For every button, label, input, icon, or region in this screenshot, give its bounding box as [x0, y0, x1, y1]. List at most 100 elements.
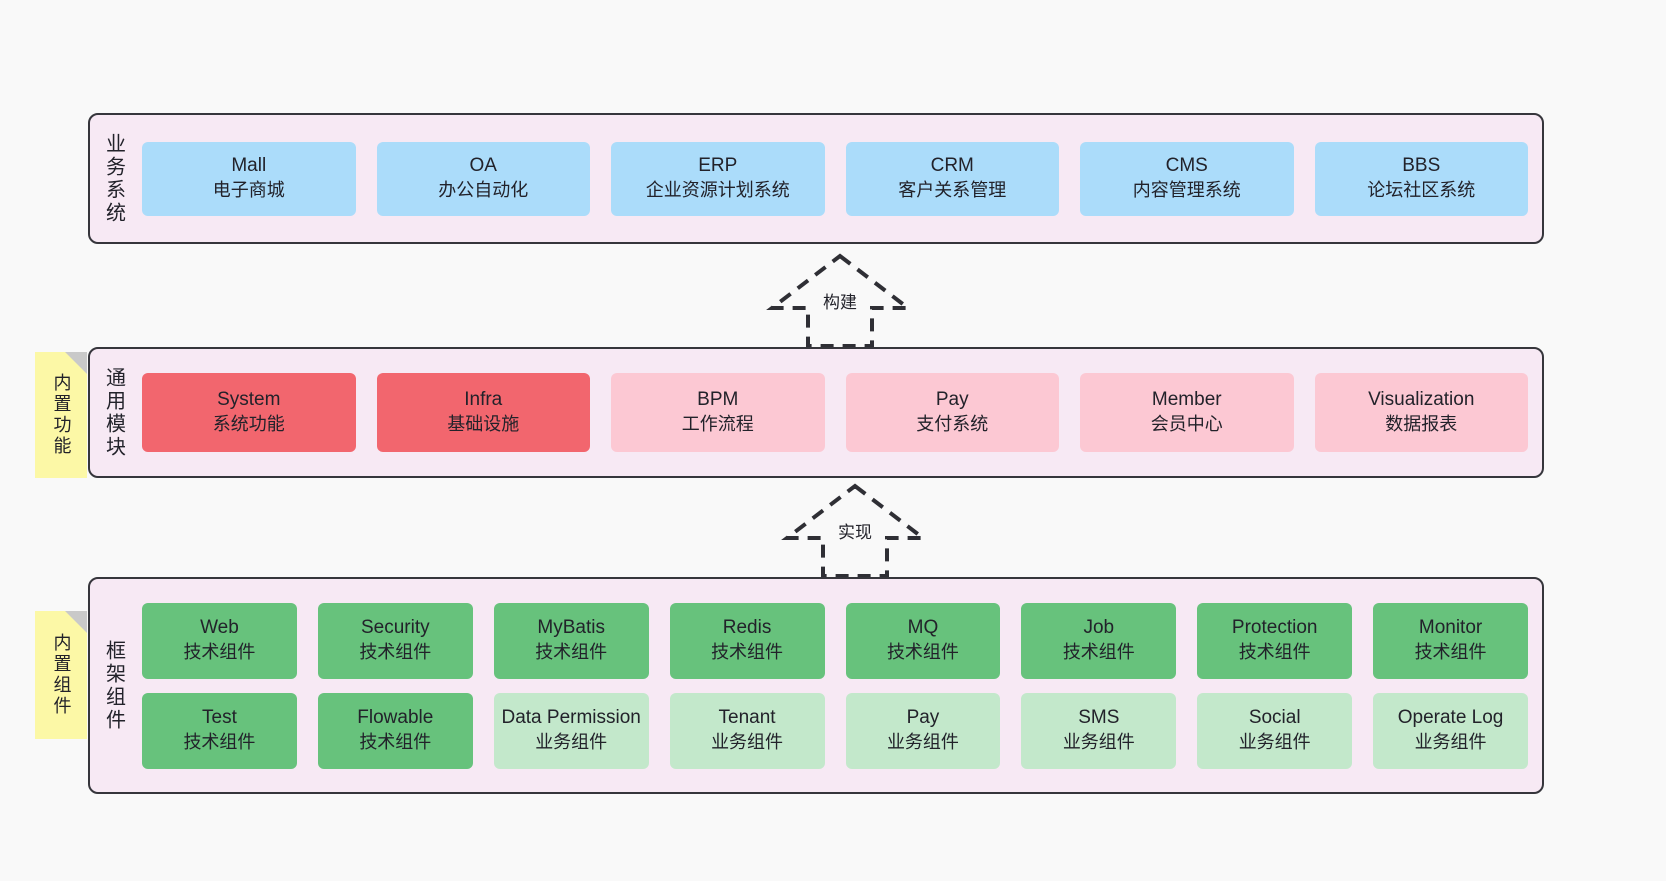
node-row: System 系统功能 Infra 基础设施 BPM 工作流程 Pay 支付系统…	[142, 373, 1528, 452]
node-subtitle: 技术组件	[183, 732, 256, 753]
node-title: BPM	[697, 389, 739, 411]
layer-common-module: 通用模块 System 系统功能 Infra 基础设施 BPM 工作流程 Pay…	[88, 347, 1544, 478]
node-oa[interactable]: OA 办公自动化	[376, 141, 590, 216]
node-web[interactable]: Web 技术组件	[142, 602, 297, 679]
node-title: MyBatis	[537, 617, 605, 639]
node-mybatis[interactable]: MyBatis 技术组件	[493, 602, 649, 679]
node-crm[interactable]: CRM 客户关系管理	[845, 141, 1059, 216]
node-mq[interactable]: MQ 技术组件	[845, 602, 1001, 679]
node-subtitle: 业务组件	[1414, 732, 1487, 753]
connector-implement-arrow: 实现	[775, 482, 935, 580]
node-title: Tenant	[718, 707, 776, 729]
node-title: Data Permission	[501, 707, 641, 729]
node-system[interactable]: System 系统功能	[142, 373, 356, 452]
node-subtitle: 数据报表	[1385, 414, 1458, 435]
node-member[interactable]: Member 会员中心	[1080, 373, 1294, 452]
node-subtitle: 技术组件	[1062, 642, 1135, 663]
node-title: Visualization	[1368, 389, 1475, 411]
node-subtitle: 技术组件	[1414, 642, 1487, 663]
sticky-note-builtin-component: 内置组件	[35, 611, 87, 739]
node-infra[interactable]: Infra 基础设施	[376, 373, 590, 452]
node-title: Web	[200, 617, 239, 639]
node-title: BBS	[1402, 155, 1441, 177]
node-redis[interactable]: Redis 技术组件	[669, 602, 825, 679]
node-visualization[interactable]: Visualization 数据报表	[1314, 373, 1528, 452]
node-title: Pay	[906, 707, 940, 729]
node-title: Test	[202, 707, 237, 729]
node-title: Mall	[231, 155, 267, 177]
node-row: Mall 电子商城 OA 办公自动化 ERP 企业资源计划系统 CRM 客户关系…	[142, 141, 1528, 216]
node-title: SMS	[1078, 707, 1120, 729]
layer-title-framework-component: 框架组件	[102, 639, 125, 732]
layer-business-system: 业务系统 Mall 电子商城 OA 办公自动化 ERP 企业资源计划系统 CRM…	[88, 113, 1544, 244]
node-bbs[interactable]: BBS 论坛社区系统	[1314, 141, 1528, 216]
node-title: Protection	[1231, 617, 1318, 639]
node-title: Job	[1083, 617, 1115, 639]
node-subtitle: 技术组件	[359, 642, 432, 663]
layer-title-common-module: 通用模块	[102, 366, 125, 459]
node-subtitle: 办公自动化	[438, 180, 529, 201]
node-test[interactable]: Test 技术组件	[142, 692, 297, 769]
node-data-permission[interactable]: Data Permission 业务组件	[493, 692, 649, 769]
node-subtitle: 支付系统	[916, 414, 989, 435]
node-operate-log[interactable]: Operate Log 业务组件	[1373, 692, 1528, 769]
node-subtitle: 系统功能	[212, 414, 285, 435]
node-social[interactable]: Social 业务组件	[1197, 692, 1353, 769]
node-row: Web 技术组件 Security 技术组件 MyBatis 技术组件 Redi…	[142, 602, 1528, 679]
node-protection[interactable]: Protection 技术组件	[1197, 602, 1353, 679]
node-subtitle: 技术组件	[1238, 642, 1311, 663]
node-title: Member	[1151, 389, 1222, 411]
node-subtitle: 企业资源计划系统	[645, 180, 790, 201]
node-subtitle: 内容管理系统	[1132, 180, 1241, 201]
layer-body-common-module: System 系统功能 Infra 基础设施 BPM 工作流程 Pay 支付系统…	[136, 349, 1542, 476]
node-subtitle: 业务组件	[886, 732, 959, 753]
node-mall[interactable]: Mall 电子商城	[142, 141, 356, 216]
node-sms[interactable]: SMS 业务组件	[1021, 692, 1177, 769]
node-pay-component[interactable]: Pay 业务组件	[845, 692, 1001, 769]
node-title: Flowable	[357, 707, 434, 729]
node-cms[interactable]: CMS 内容管理系统	[1080, 141, 1294, 216]
node-title: MQ	[907, 617, 939, 639]
node-subtitle: 业务组件	[1062, 732, 1135, 753]
node-job[interactable]: Job 技术组件	[1021, 602, 1177, 679]
node-tenant[interactable]: Tenant 业务组件	[669, 692, 825, 769]
layer-title-business-system: 业务系统	[102, 132, 125, 225]
connector-build-arrow: 构建	[760, 252, 920, 350]
node-title: Infra	[464, 389, 503, 411]
node-title: Operate Log	[1397, 707, 1504, 729]
node-subtitle: 技术组件	[886, 642, 959, 663]
node-subtitle: 电子商城	[212, 180, 285, 201]
node-subtitle: 会员中心	[1150, 414, 1223, 435]
node-title: Monitor	[1418, 617, 1483, 639]
node-monitor[interactable]: Monitor 技术组件	[1373, 602, 1528, 679]
node-subtitle: 基础设施	[447, 414, 520, 435]
node-subtitle: 业务组件	[711, 732, 784, 753]
node-subtitle: 技术组件	[535, 642, 608, 663]
node-subtitle: 技术组件	[183, 642, 256, 663]
node-title: OA	[469, 155, 497, 177]
node-flowable[interactable]: Flowable 技术组件	[317, 692, 473, 769]
node-pay[interactable]: Pay 支付系统	[845, 373, 1059, 452]
node-subtitle: 工作流程	[681, 414, 754, 435]
node-title: Social	[1248, 707, 1301, 729]
node-subtitle: 论坛社区系统	[1367, 180, 1476, 201]
node-subtitle: 客户关系管理	[898, 180, 1007, 201]
node-security[interactable]: Security 技术组件	[317, 602, 473, 679]
sticky-note-builtin-function: 内置功能	[35, 352, 87, 478]
node-subtitle: 业务组件	[1238, 732, 1311, 753]
node-erp[interactable]: ERP 企业资源计划系统	[611, 141, 825, 216]
layer-framework-component: 框架组件 Web 技术组件 Security 技术组件 MyBatis 技术组件…	[88, 577, 1544, 794]
node-title: CRM	[930, 155, 974, 177]
node-row: Test 技术组件 Flowable 技术组件 Data Permission …	[142, 692, 1528, 769]
node-title: ERP	[698, 155, 738, 177]
node-bpm[interactable]: BPM 工作流程	[611, 373, 825, 452]
node-subtitle: 业务组件	[535, 732, 608, 753]
node-subtitle: 技术组件	[359, 732, 432, 753]
layer-body-business-system: Mall 电子商城 OA 办公自动化 ERP 企业资源计划系统 CRM 客户关系…	[136, 115, 1542, 242]
node-title: System	[217, 389, 281, 411]
node-title: Redis	[722, 617, 772, 639]
node-title: Pay	[935, 389, 969, 411]
node-subtitle: 技术组件	[711, 642, 784, 663]
node-title: Security	[360, 617, 430, 639]
